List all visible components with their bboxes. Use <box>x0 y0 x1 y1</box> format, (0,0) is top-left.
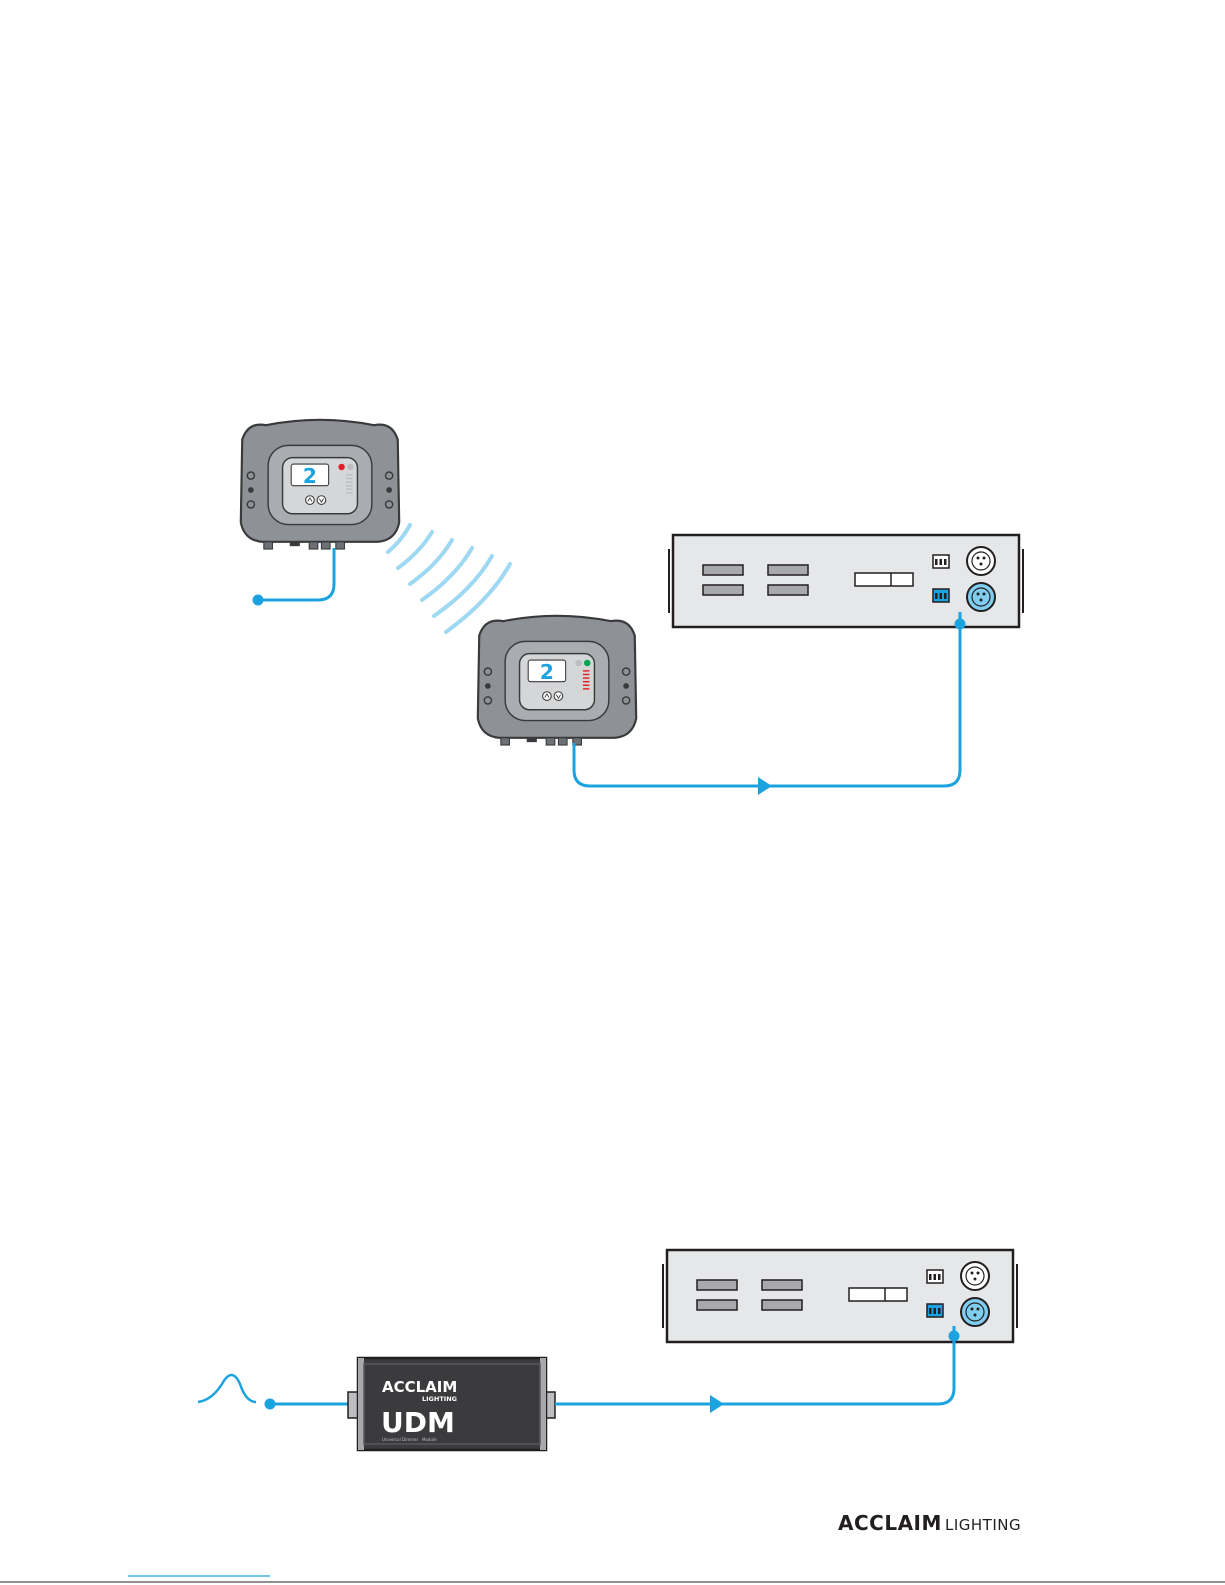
udm-brand-text: ACCLAIM <box>382 1378 457 1396</box>
transmitter-input-endpoint <box>253 595 264 606</box>
receiver-transceiver: 2 <box>478 616 636 745</box>
dimmer-pack-top <box>669 535 1023 627</box>
transmitter-led-grey <box>347 464 353 470</box>
udm-module: ACCLAIM LIGHTING UDM Universal Dimmer Mo… <box>348 1358 555 1450</box>
footer-logo: ACCLAIM LIGHTING <box>838 1511 1021 1535</box>
signal-direction-arrow-top <box>758 777 772 795</box>
udm-footnote-3: Module <box>422 1437 437 1442</box>
udm-model-text: UDM <box>381 1406 455 1439</box>
dimmer-top-input-endpoint <box>955 619 966 630</box>
analog-signal-symbol <box>198 1375 256 1402</box>
transmitter-display-digit: 2 <box>303 464 317 488</box>
wireless-signal-waves <box>388 525 510 632</box>
transmitter-input-cable <box>258 548 334 600</box>
transmitter-led-red <box>338 464 344 470</box>
dimmer-pack-bottom <box>663 1250 1017 1342</box>
footer-brand-sub-text: LIGHTING <box>945 1516 1021 1534</box>
udm-footnote-2: Dimmer <box>402 1437 418 1442</box>
dimmer-bottom-input-endpoint <box>949 1331 960 1342</box>
receiver-led-green <box>584 660 590 666</box>
footer-brand-text: ACCLAIM <box>838 1511 942 1535</box>
udm-input-endpoint <box>265 1399 276 1410</box>
udm-footnote-1: Universal <box>382 1437 401 1442</box>
bottom-diagram: ACCLAIM LIGHTING UDM Universal Dimmer Mo… <box>198 1250 1017 1450</box>
receiver-display-digit: 2 <box>540 660 554 684</box>
udm-brand-sub-text: LIGHTING <box>422 1395 457 1403</box>
transmitter-transceiver: 2 <box>241 420 399 549</box>
signal-direction-arrow-bottom <box>710 1395 724 1413</box>
receiver-led-grey <box>575 660 581 666</box>
top-diagram: 2 2 <box>241 420 1023 795</box>
